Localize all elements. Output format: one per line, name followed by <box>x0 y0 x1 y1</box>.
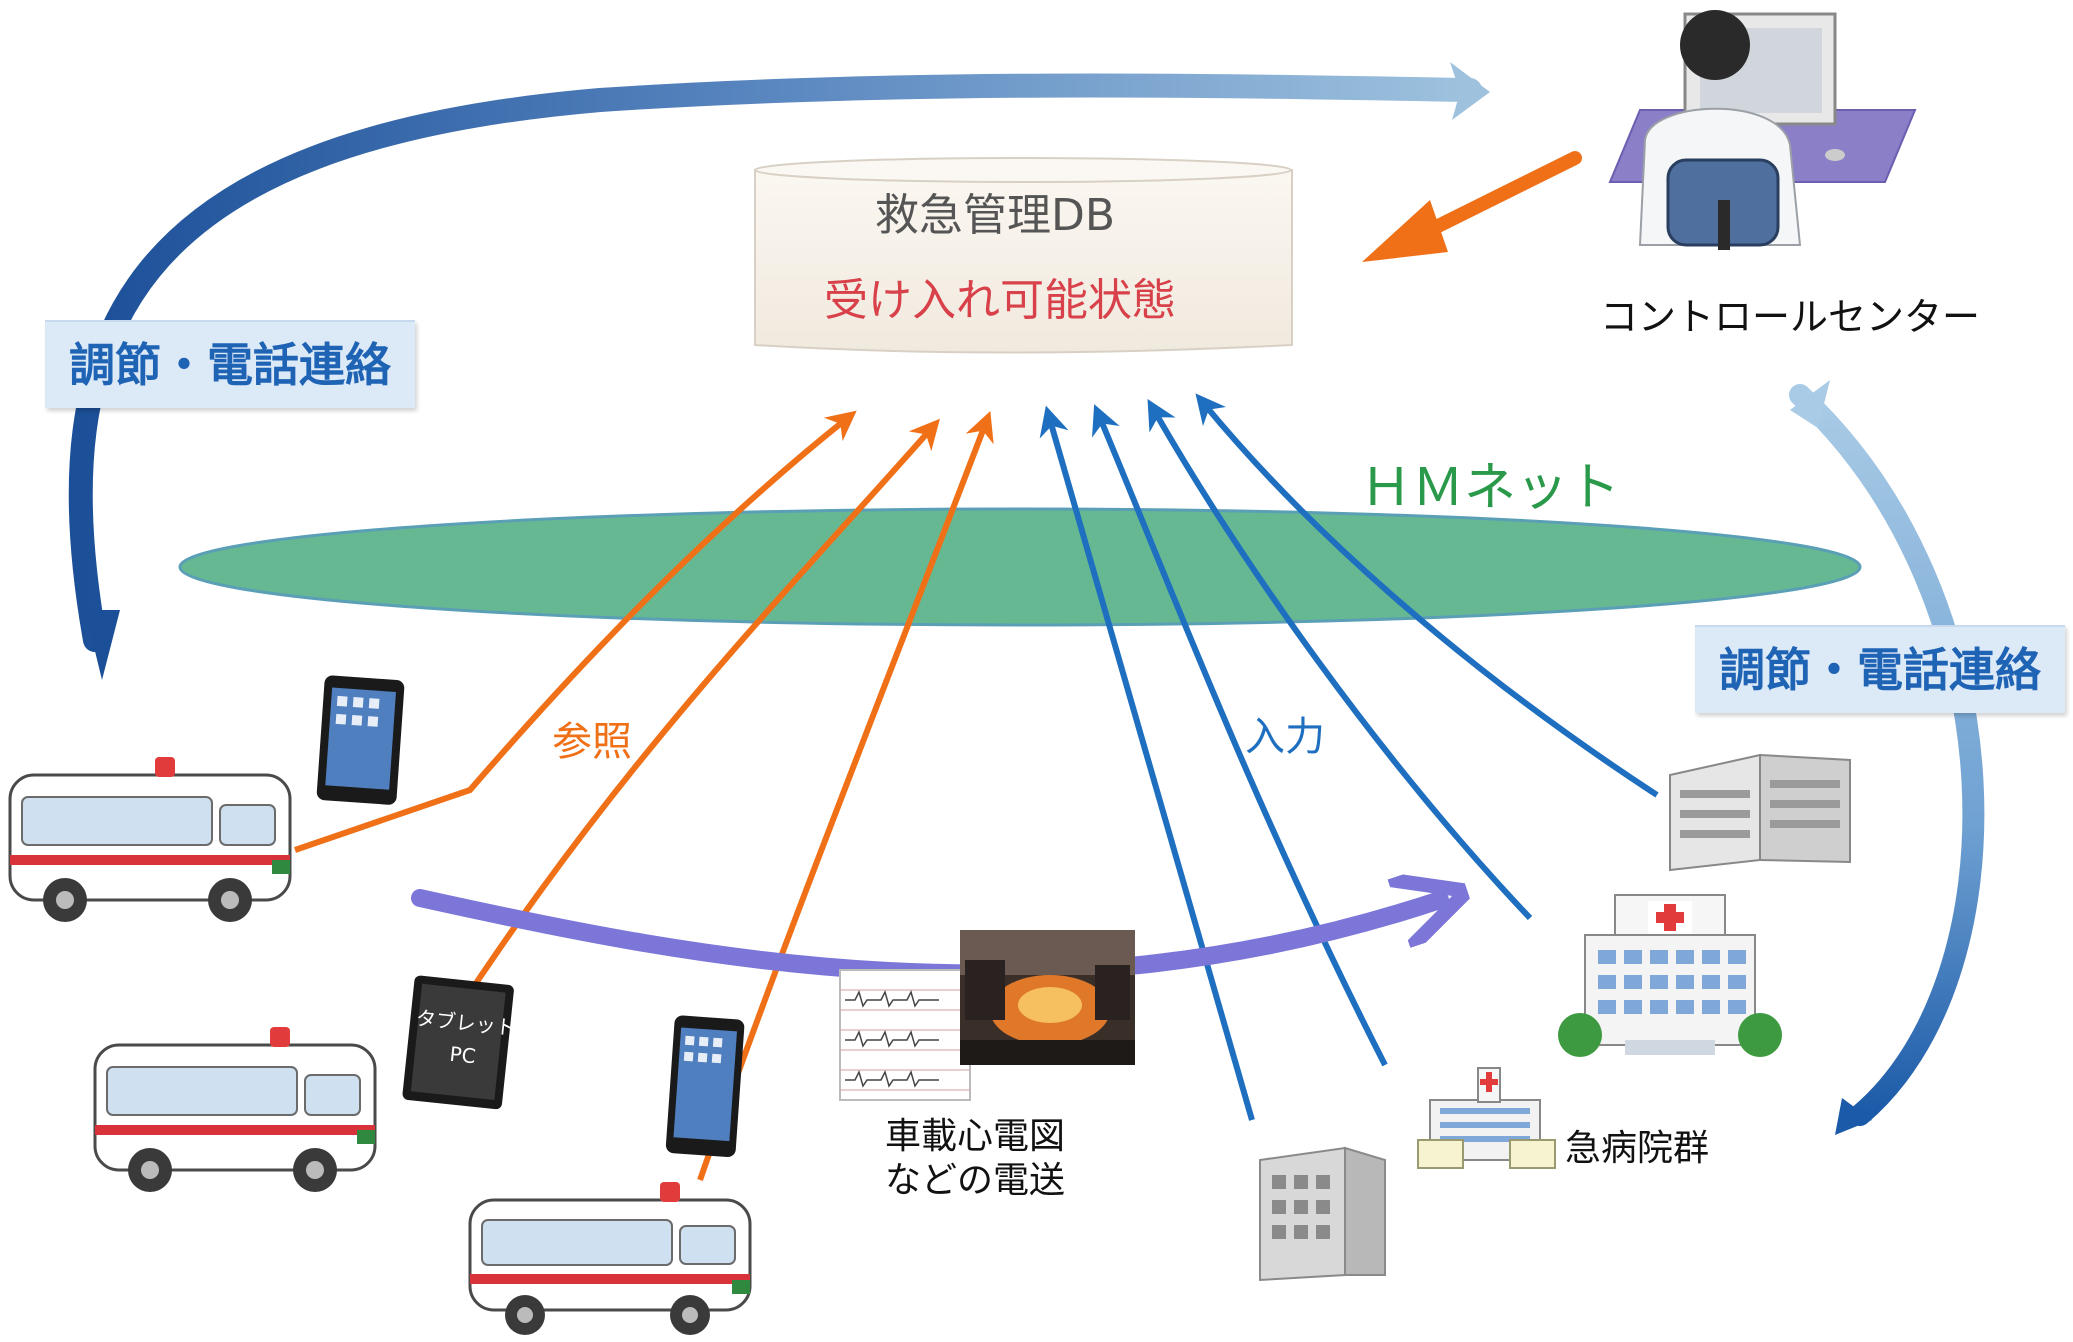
input-arrows <box>1039 393 1659 1121</box>
control-to-db-arrow <box>1362 151 1582 262</box>
hm-network-label: ＨＭネット <box>1360 458 1620 518</box>
db-title: 救急管理DB <box>875 190 1115 241</box>
tablet-pc <box>402 975 514 1110</box>
input-arrow-4 <box>1195 393 1659 798</box>
transmission-arrow <box>411 898 1440 983</box>
disaster-scene-image <box>960 930 1135 1065</box>
hospitals-label: 急病院群 <box>1565 1128 1709 1169</box>
left-coordination-label: 調節・電話連絡 <box>45 320 415 408</box>
tablet-2 <box>665 1015 745 1158</box>
office-building <box>1669 753 1851 872</box>
transmission-label-line1: 車載心電図 <box>885 1116 1065 1157</box>
tablet-pc-label-line2: PC <box>449 1042 477 1069</box>
transmission-label-line2: などの電送 <box>885 1160 1065 1201</box>
reference-label: 参照 <box>552 719 632 765</box>
ambulance-2 <box>93 1027 377 1192</box>
ambulance-3 <box>468 1182 752 1335</box>
ecg-chart-image <box>839 969 971 1101</box>
ambulance-1 <box>8 757 292 922</box>
hospital-building <box>1558 894 1782 1057</box>
right-coordination-label: 調節・電話連絡 <box>1695 625 2065 713</box>
hm-network-ellipse <box>178 507 1862 627</box>
emergency-db <box>754 157 1293 354</box>
input-label: 入力 <box>1245 714 1325 760</box>
reference-arrow-1 <box>294 410 857 853</box>
operator-at-desk <box>1608 10 1917 250</box>
input-arrow-3 <box>1147 398 1533 921</box>
right-coordination-arrow <box>1789 380 1985 1135</box>
control-center-label: コントロールセンター <box>1600 295 1980 339</box>
input-arrow-2 <box>1092 404 1388 1067</box>
hospital-complex <box>1417 1067 1556 1169</box>
reference-arrow-2 <box>417 418 940 1072</box>
input-arrow-1 <box>1039 405 1255 1121</box>
db-status: 受け入れ可能状態 <box>824 275 1176 326</box>
tablet-1 <box>316 675 405 805</box>
tall-building <box>1259 1146 1386 1282</box>
